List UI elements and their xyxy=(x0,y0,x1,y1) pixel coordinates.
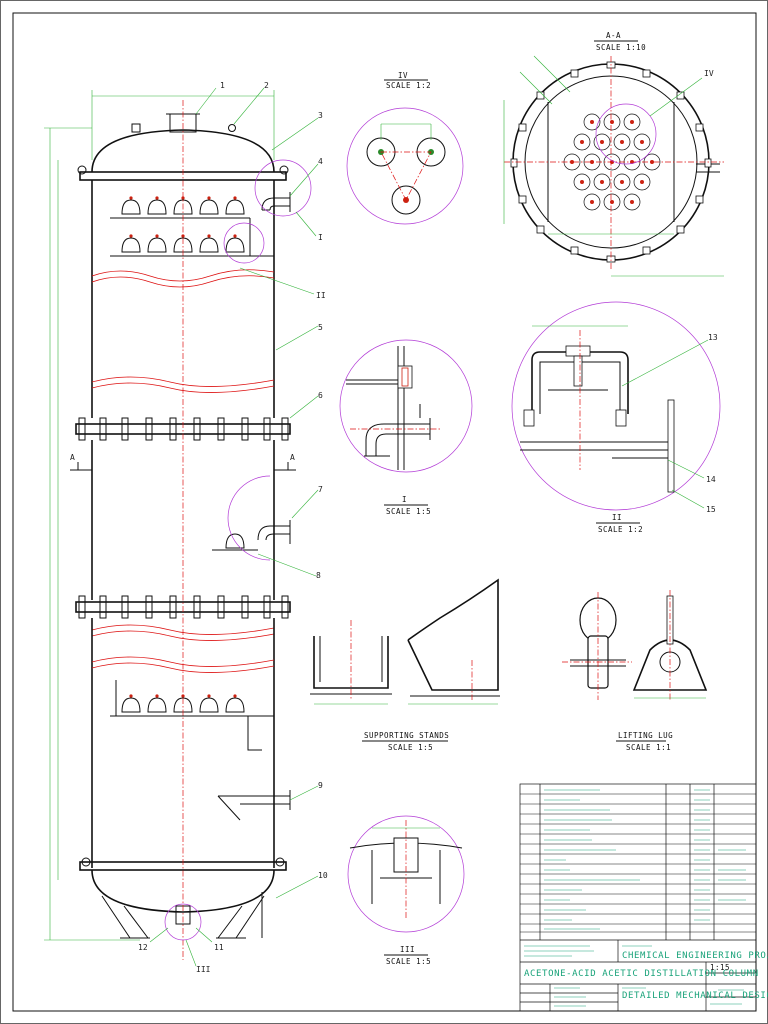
detail-ii-title: II xyxy=(612,513,622,522)
balloon-4: 4 xyxy=(318,157,323,166)
detail-iii-view: III SCALE 1:5 xyxy=(347,815,465,966)
column-main-view: A A xyxy=(44,81,328,974)
balloon-5: 5 xyxy=(318,323,323,332)
balloon-III: III xyxy=(196,965,211,974)
detail-iv-view: IV SCALE 1:2 xyxy=(346,71,464,225)
lifting-lug-scale: SCALE 1:1 xyxy=(626,743,671,752)
balloon-13: 13 xyxy=(708,333,718,342)
balloon-14: 14 xyxy=(706,475,716,484)
title-block-project: CHEMICAL ENGINEERING PROJECT xyxy=(622,951,768,961)
drawing-frame xyxy=(12,12,757,1012)
section-mark-right: A xyxy=(290,453,295,462)
detail-i-scale: SCALE 1:5 xyxy=(386,507,431,516)
lifting-lug-view: LIFTING LUG SCALE 1:1 xyxy=(562,590,708,752)
balloon-8: 8 xyxy=(316,571,321,580)
lifting-lug-title: LIFTING LUG xyxy=(618,731,673,740)
section-aa-view: A-A SCALE 1:10 xyxy=(503,31,724,277)
detail-ii-view: 13 14 15 II SCALE 1:2 xyxy=(511,301,721,534)
section-aa-scale: SCALE 1:10 xyxy=(596,43,646,52)
detail-iii-scale: SCALE 1:5 xyxy=(386,957,431,966)
balloon-9: 9 xyxy=(318,781,323,790)
supporting-stands-title: SUPPORTING STANDS xyxy=(364,731,449,740)
detail-i-title: I xyxy=(402,495,407,504)
parts-list-rows xyxy=(520,793,756,933)
title-block-drawing-line: DETAILED MECHANICAL DESIGN xyxy=(622,991,768,1001)
section-aa-tag-iv: IV xyxy=(704,69,714,78)
balloon-2: 2 xyxy=(264,81,269,90)
section-mark-left: A xyxy=(70,453,75,462)
balloon-II: II xyxy=(316,291,326,300)
balloon-I: I xyxy=(318,233,323,242)
detail-iv-title: IV xyxy=(398,71,408,80)
detail-ii-scale: SCALE 1:2 xyxy=(598,525,643,534)
detail-iv-scale: SCALE 1:2 xyxy=(386,81,431,90)
supporting-stands-view: SUPPORTING STANDS SCALE 1:5 xyxy=(310,578,500,752)
supporting-stands-scale: SCALE 1:5 xyxy=(388,743,433,752)
tray-row-1 xyxy=(110,196,274,257)
detail-i-view: I SCALE 1:5 xyxy=(339,339,473,516)
balloon-1: 1 xyxy=(220,81,225,90)
balloon-12: 12 xyxy=(138,943,148,952)
balloon-11: 11 xyxy=(214,943,224,952)
balloon-6: 6 xyxy=(318,391,323,400)
title-block-title: ACETONE-ACID ACETIC DISTILLATION COLUMN xyxy=(524,969,759,979)
title-block: CHEMICAL ENGINEERING PROJECT ACETONE-ACI… xyxy=(519,783,768,1012)
balloon-10: 10 xyxy=(318,871,328,880)
balloon-15: 15 xyxy=(706,505,716,514)
balloon-3: 3 xyxy=(318,111,323,120)
section-aa-title: A-A xyxy=(606,31,621,40)
detail-iii-title: III xyxy=(400,945,415,954)
title-block-scale: 1:15 xyxy=(710,963,730,972)
balloon-7: 7 xyxy=(318,485,323,494)
